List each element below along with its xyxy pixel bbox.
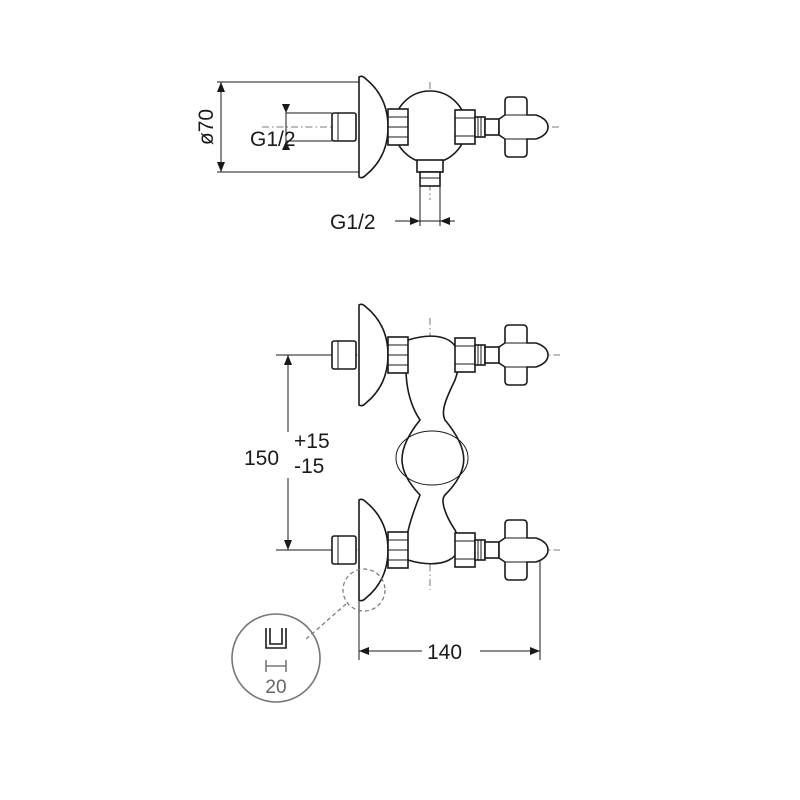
center-distance-label: 150 bbox=[244, 447, 279, 470]
front-view: 150 +15 -15 140 bbox=[244, 303, 560, 664]
detail-depth-label: 20 bbox=[265, 677, 286, 698]
top-view: ø70 G1/2 G1/2 bbox=[195, 75, 560, 234]
tolerance-minus-label: -15 bbox=[294, 455, 324, 478]
outlet-thread-label: G1/2 bbox=[330, 211, 376, 234]
tolerance-plus-label: +15 bbox=[294, 430, 330, 453]
projection-label: 140 bbox=[427, 641, 462, 664]
inlet-thread-label: G1/2 bbox=[250, 128, 296, 151]
detail-view: 20 bbox=[231, 568, 386, 703]
flange-diameter-label: ø70 bbox=[195, 109, 218, 145]
